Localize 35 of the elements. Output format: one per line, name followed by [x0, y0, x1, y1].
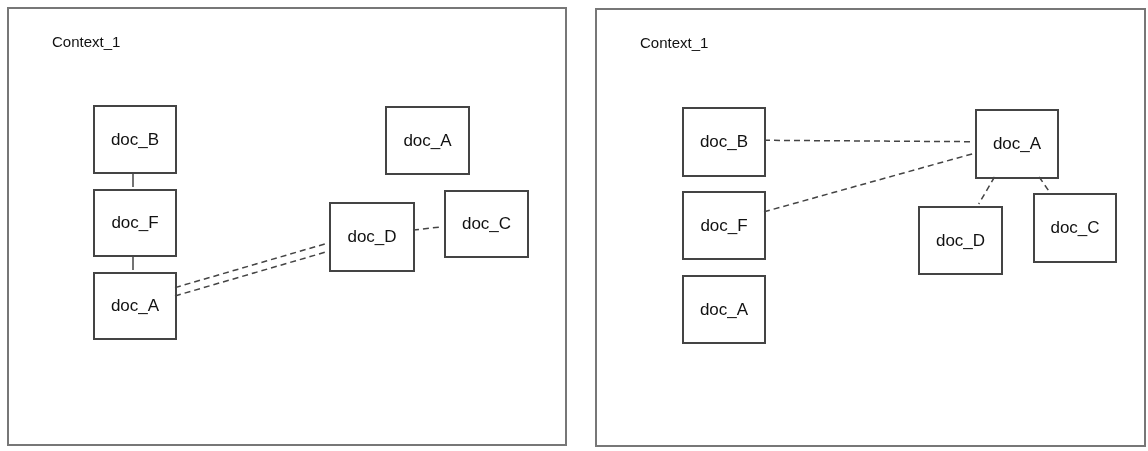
document-box — [918, 206, 1003, 275]
panel-title: Context_1 — [52, 32, 121, 52]
document-box — [682, 107, 766, 177]
connector-line — [132, 254, 134, 271]
document-box — [329, 202, 415, 272]
document-box — [975, 109, 1059, 179]
document-box — [444, 190, 529, 258]
document-box — [682, 275, 766, 344]
document-name: doc_A — [699, 298, 749, 321]
document-name: doc_B — [110, 128, 160, 151]
dashed-connector — [174, 250, 328, 297]
panel-title: Context_1 — [640, 33, 709, 53]
document-name: doc_C — [1050, 217, 1100, 240]
context-panel — [7, 7, 567, 446]
context-panel — [595, 8, 1146, 447]
document-name: doc_A — [110, 295, 160, 318]
document-name: doc_A — [992, 133, 1042, 156]
document-box — [682, 191, 766, 260]
document-name: doc_F — [111, 212, 159, 235]
document-box — [93, 105, 177, 174]
document-name: doc_B — [699, 131, 749, 154]
dashed-connector — [1038, 176, 1050, 192]
document-box — [385, 106, 470, 175]
dashed-connector — [763, 152, 974, 213]
document-box — [93, 272, 177, 340]
document-box — [1033, 193, 1117, 263]
document-name: doc_D — [347, 226, 397, 249]
connector-line — [132, 171, 134, 188]
document-name: doc_F — [700, 214, 748, 237]
document-name: doc_D — [935, 229, 986, 252]
document-name: doc_A — [403, 129, 452, 152]
document-box — [93, 189, 177, 257]
document-name: doc_C — [461, 213, 512, 236]
dashed-connector — [977, 176, 996, 205]
dashed-connector — [174, 242, 328, 289]
